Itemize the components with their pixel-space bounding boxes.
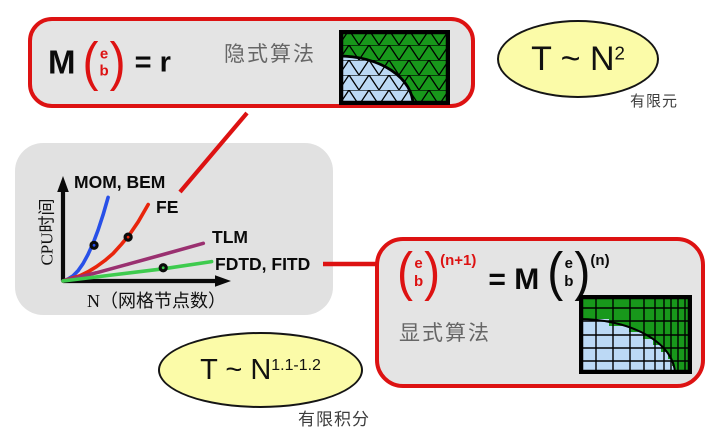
cpu-time-chart — [57, 176, 231, 287]
open-paren: ( — [82, 32, 99, 92]
close-paren: ) — [574, 242, 591, 303]
close-paren: ) — [424, 242, 441, 303]
fdtd-rectangular-mesh-image — [578, 294, 693, 379]
series-label-fdtd-fitd: FDTD, FITD — [215, 254, 311, 274]
explicit-algorithm-label: 显式算法 — [399, 321, 491, 345]
implicit-algorithm-box: M ( e b ) = r 隐式算法 — [28, 17, 475, 108]
vector-e: e — [564, 255, 573, 273]
open-paren: ( — [397, 242, 413, 303]
series-label-mom-bem: MOM, BEM — [74, 172, 166, 192]
field-vector: ( e b ) — [82, 32, 126, 92]
field-vector-current: ( e b ) — [547, 242, 591, 303]
complexity-base: T ~ N — [531, 39, 615, 78]
fem-complexity-ellipse: T ~ N2 — [497, 20, 659, 98]
fem-caption: 有限元 — [630, 94, 679, 110]
implicit-formula: M ( e b ) = r — [48, 32, 171, 92]
exponent-n-plus-1: (n+1) — [440, 252, 477, 269]
implicit-algorithm-label: 隐式算法 — [224, 42, 316, 66]
fem-complexity-text: T ~ N2 — [531, 40, 625, 79]
curve-mom-bem — [61, 195, 110, 283]
curve-marker-center — [161, 266, 165, 270]
equals-rhs: = r — [134, 45, 171, 78]
complexity-base: T ~ N — [200, 353, 272, 386]
y-axis-label: CPU时间 — [37, 198, 57, 266]
y-axis-arrow-icon — [57, 176, 69, 192]
matrix-symbol: M — [48, 43, 76, 81]
complexity-exponent: 2 — [614, 42, 625, 64]
series-label-fe: FE — [156, 197, 179, 217]
close-paren: ) — [109, 32, 126, 92]
explicit-formula: ( e b ) (n+1) = M ( e b ) (n) — [397, 242, 610, 303]
explicit-algorithm-box: ( e b ) (n+1) = M ( e b ) (n) 显式算法 — [375, 237, 705, 388]
vector-b: b — [99, 62, 109, 80]
complexity-exponent: 1.1-1.2 — [271, 356, 321, 374]
x-axis-arrow-icon — [215, 275, 231, 287]
fem-triangular-mesh-image — [338, 29, 451, 110]
open-paren: ( — [547, 242, 564, 303]
fitd-complexity-text: T ~ N1.1-1.2 — [200, 354, 321, 387]
fitd-complexity-ellipse: T ~ N1.1-1.2 — [158, 332, 363, 408]
cpu-time-chart-panel: MOM, BEM FE TLM FDTD, FITD N（网格节点数） CPU时… — [15, 143, 333, 315]
equals-M: = M — [488, 263, 540, 296]
x-axis-label: N（网格节点数） — [87, 291, 226, 311]
vector-b: b — [564, 272, 574, 290]
curve-fdtd-fitd — [61, 259, 214, 283]
fitd-caption: 有限积分 — [298, 410, 370, 429]
vector-e: e — [414, 255, 423, 273]
vector-e: e — [99, 45, 109, 63]
curve-tlm — [61, 241, 206, 283]
field-vector-next: ( e b ) — [397, 242, 441, 303]
curve-marker-center — [92, 243, 96, 247]
series-label-tlm: TLM — [212, 227, 248, 247]
curve-marker-center — [126, 235, 130, 239]
vector-b: b — [413, 272, 424, 290]
exponent-n: (n) — [590, 252, 610, 269]
